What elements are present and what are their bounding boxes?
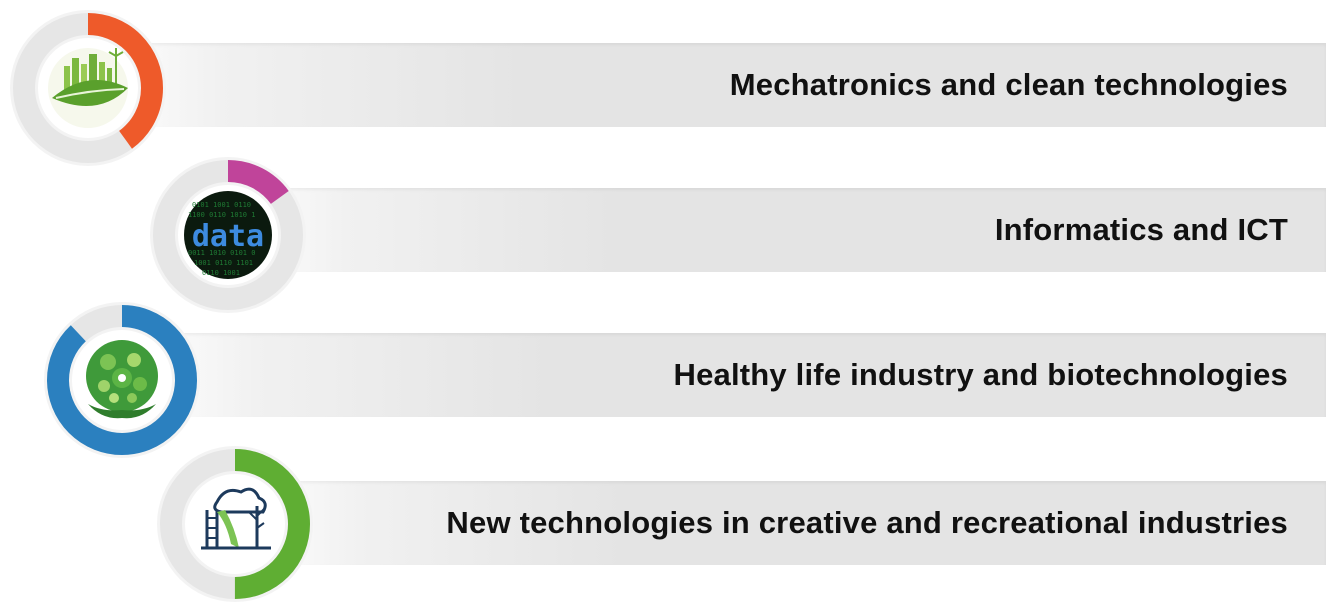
- green-city-leaf-icon: [48, 48, 128, 128]
- progress-ring: [155, 444, 315, 604]
- item-label: Healthy life industry and biotechnologie…: [673, 357, 1288, 392]
- item-label: Mechatronics and clean technologies: [729, 67, 1288, 102]
- item-label: Informatics and ICT: [994, 212, 1288, 247]
- item-row-mechatronics: Mechatronics and clean technologies: [0, 0, 1326, 166]
- data-matrix-icon: 0101 1001 0110 1100 0110 1010 1 0011 101…: [184, 191, 272, 279]
- item-bar: Informatics and ICT: [235, 188, 1326, 272]
- item-row-healthy-life: Healthy life industry and biotechnologie…: [0, 300, 1326, 458]
- item-label: New technologies in creative and recreat…: [446, 505, 1288, 540]
- vegetable-globe-hands-icon: [86, 340, 158, 419]
- svg-text:0101 1001 0110: 0101 1001 0110: [192, 201, 251, 209]
- svg-text:1001 0110 1101: 1001 0110 1101: [194, 259, 253, 267]
- item-bar: New technologies in creative and recreat…: [250, 481, 1326, 565]
- data-icon-text: data: [192, 219, 264, 254]
- playground-slide-tree-icon: [201, 487, 271, 550]
- item-bar: Mechatronics and clean technologies: [95, 43, 1326, 127]
- progress-ring: [42, 300, 202, 460]
- item-row-creative-industries: New technologies in creative and recreat…: [0, 446, 1326, 602]
- progress-ring: [8, 8, 168, 168]
- svg-text:0011 1010 0101 0: 0011 1010 0101 0: [188, 249, 255, 257]
- progress-ring: 0101 1001 0110 1100 0110 1010 1 0011 101…: [148, 155, 308, 315]
- item-bar: Healthy life industry and biotechnologie…: [135, 333, 1326, 417]
- item-row-informatics: Informatics and ICT 0101 1001 0110 1100 …: [0, 150, 1326, 313]
- svg-text:0110 1001: 0110 1001: [202, 269, 240, 277]
- svg-text:1100 0110 1010 1: 1100 0110 1010 1: [188, 211, 255, 219]
